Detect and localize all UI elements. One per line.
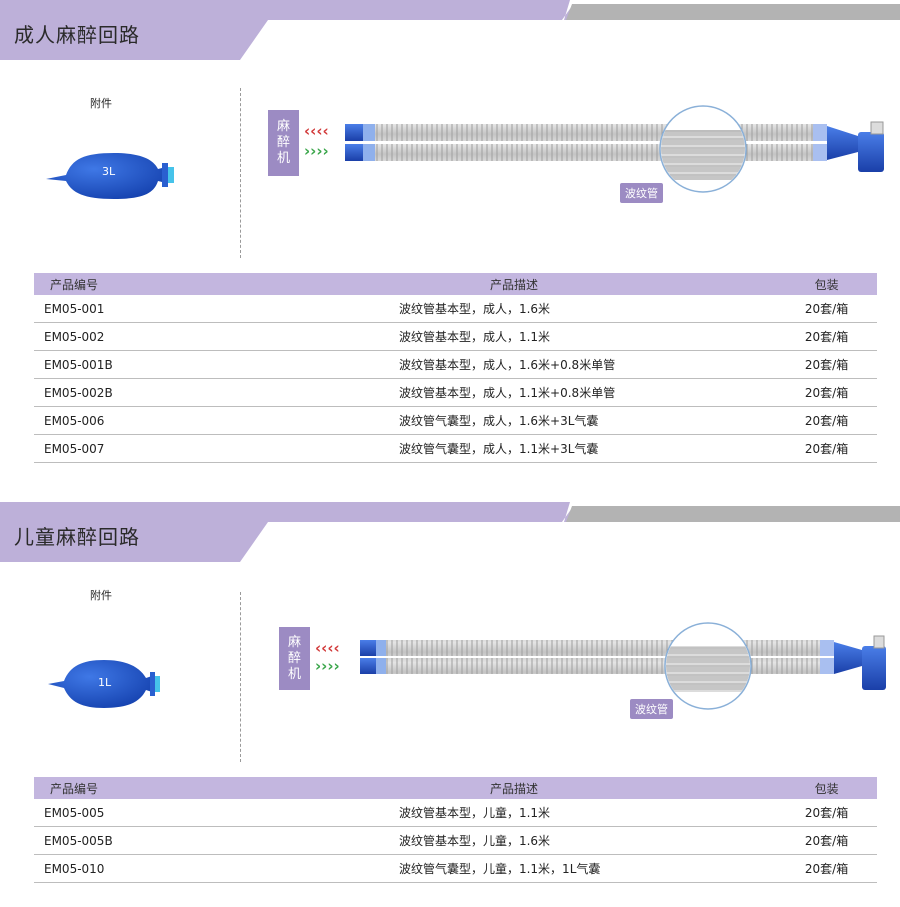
divider-dashed bbox=[240, 88, 241, 258]
col-header-pack: 包装 bbox=[776, 273, 877, 295]
cell-pack: 20套/箱 bbox=[776, 295, 877, 323]
anesthesia-machine-label: 麻醉机 bbox=[279, 627, 310, 690]
table-row: EM05-005 波纹管基本型，儿童，1.1米 20套/箱 bbox=[34, 799, 877, 827]
arrow-out-icon: ›››› bbox=[304, 142, 329, 160]
cell-pack: 20套/箱 bbox=[776, 434, 877, 463]
accessory-label: 附件 bbox=[90, 589, 112, 602]
cell-code: EM05-001B bbox=[34, 350, 252, 379]
adult-spec-table: 产品编号 产品描述 包装 EM05-001 波纹管基本型，成人，1.6米 20套… bbox=[34, 273, 877, 463]
bag-icon bbox=[46, 153, 174, 199]
col-header-desc: 产品描述 bbox=[251, 777, 777, 799]
arrow-out-icon: ›››› bbox=[315, 657, 340, 675]
cell-pack: 20套/箱 bbox=[776, 854, 877, 883]
arrow-in-icon: ‹‹‹‹ bbox=[304, 122, 329, 140]
cell-pack: 20套/箱 bbox=[776, 322, 877, 351]
cell-pack: 20套/箱 bbox=[776, 350, 877, 379]
hose-label: 波纹管 bbox=[620, 183, 663, 203]
corrugated-hose-icon bbox=[360, 622, 886, 710]
breathing-bag-1l bbox=[46, 654, 166, 714]
cell-desc: 波纹管基本型，成人，1.6米 bbox=[398, 302, 551, 316]
section-title: 成人麻醉回路 bbox=[14, 23, 140, 47]
section-banner: 成人麻醉回路 bbox=[0, 0, 900, 60]
cell-desc: 波纹管基本型，成人，1.1米+0.8米单管 bbox=[398, 386, 616, 400]
banner-shape bbox=[0, 0, 900, 60]
cell-desc: 波纹管基本型，儿童，1.6米 bbox=[398, 834, 551, 848]
section-banner: 儿童麻醉回路 bbox=[0, 502, 900, 562]
cell-code: EM05-001 bbox=[34, 295, 252, 323]
hose-diagram bbox=[343, 104, 900, 204]
table-header-row: 产品编号 产品描述 包装 bbox=[34, 777, 877, 799]
anesthesia-machine-label: 麻醉机 bbox=[268, 110, 299, 176]
cell-code: EM05-010 bbox=[34, 854, 252, 883]
hose-diagram bbox=[358, 622, 900, 722]
bag-volume-label: 3L bbox=[102, 165, 116, 178]
cell-desc: 波纹管基本型，儿童，1.1米 bbox=[398, 806, 551, 820]
cell-desc: 波纹管气囊型，成人，1.1米+3L气囊 bbox=[398, 442, 599, 456]
cell-desc: 波纹管气囊型，成人，1.6米+3L气囊 bbox=[398, 414, 599, 428]
table-header-row: 产品编号 产品描述 包装 bbox=[34, 273, 877, 295]
table-row: EM05-006 波纹管气囊型，成人，1.6米+3L气囊 20套/箱 bbox=[34, 406, 877, 435]
pediatric-circuit-section: 儿童麻醉回路 附件 1L 麻醉机 ‹‹‹‹ ›››› bbox=[0, 502, 900, 907]
cell-desc: 波纹管气囊型，儿童，1.1米，1L气囊 bbox=[398, 862, 601, 876]
pediatric-spec-table: 产品编号 产品描述 包装 EM05-005 波纹管基本型，儿童，1.1米 20套… bbox=[34, 777, 877, 883]
breathing-bag-3l bbox=[44, 143, 184, 203]
section-title: 儿童麻醉回路 bbox=[14, 525, 140, 549]
col-header-pack: 包装 bbox=[776, 777, 877, 799]
col-header-code: 产品编号 bbox=[34, 777, 252, 799]
cell-pack: 20套/箱 bbox=[776, 826, 877, 855]
cell-code: EM05-005 bbox=[34, 799, 252, 827]
cell-code: EM05-005B bbox=[34, 826, 252, 855]
cell-code: EM05-007 bbox=[34, 434, 252, 463]
cell-pack: 20套/箱 bbox=[776, 799, 877, 827]
cell-code: EM05-002B bbox=[34, 378, 252, 407]
col-header-desc: 产品描述 bbox=[251, 273, 777, 295]
table-row: EM05-010 波纹管气囊型，儿童，1.1米，1L气囊 20套/箱 bbox=[34, 854, 877, 883]
cell-pack: 20套/箱 bbox=[776, 378, 877, 407]
arrow-in-icon: ‹‹‹‹ bbox=[315, 639, 340, 657]
table-row: EM05-001B 波纹管基本型，成人，1.6米+0.8米单管 20套/箱 bbox=[34, 350, 877, 379]
corrugated-hose-icon bbox=[345, 105, 884, 193]
cell-code: EM05-006 bbox=[34, 406, 252, 435]
cell-code: EM05-002 bbox=[34, 322, 252, 351]
cell-desc: 波纹管基本型，成人，1.6米+0.8米单管 bbox=[398, 358, 616, 372]
table-row: EM05-002B 波纹管基本型，成人，1.1米+0.8米单管 20套/箱 bbox=[34, 378, 877, 407]
bag-icon bbox=[48, 660, 160, 708]
table-row: EM05-007 波纹管气囊型，成人，1.1米+3L气囊 20套/箱 bbox=[34, 434, 877, 463]
cell-desc: 波纹管基本型，成人，1.1米 bbox=[398, 330, 551, 344]
table-row: EM05-005B 波纹管基本型，儿童，1.6米 20套/箱 bbox=[34, 826, 877, 855]
divider-dashed bbox=[240, 592, 241, 762]
accessory-label: 附件 bbox=[90, 97, 112, 110]
table-row: EM05-002 波纹管基本型，成人，1.1米 20套/箱 bbox=[34, 322, 877, 351]
col-header-code: 产品编号 bbox=[34, 273, 252, 295]
hose-label: 波纹管 bbox=[630, 699, 673, 719]
table-row: EM05-001 波纹管基本型，成人，1.6米 20套/箱 bbox=[34, 295, 877, 323]
adult-circuit-section: 成人麻醉回路 附件 3L 麻醉机 ‹‹‹‹ ›››› bbox=[0, 0, 900, 463]
bag-volume-label: 1L bbox=[98, 676, 112, 689]
cell-pack: 20套/箱 bbox=[776, 406, 877, 435]
banner-shape bbox=[0, 502, 900, 562]
